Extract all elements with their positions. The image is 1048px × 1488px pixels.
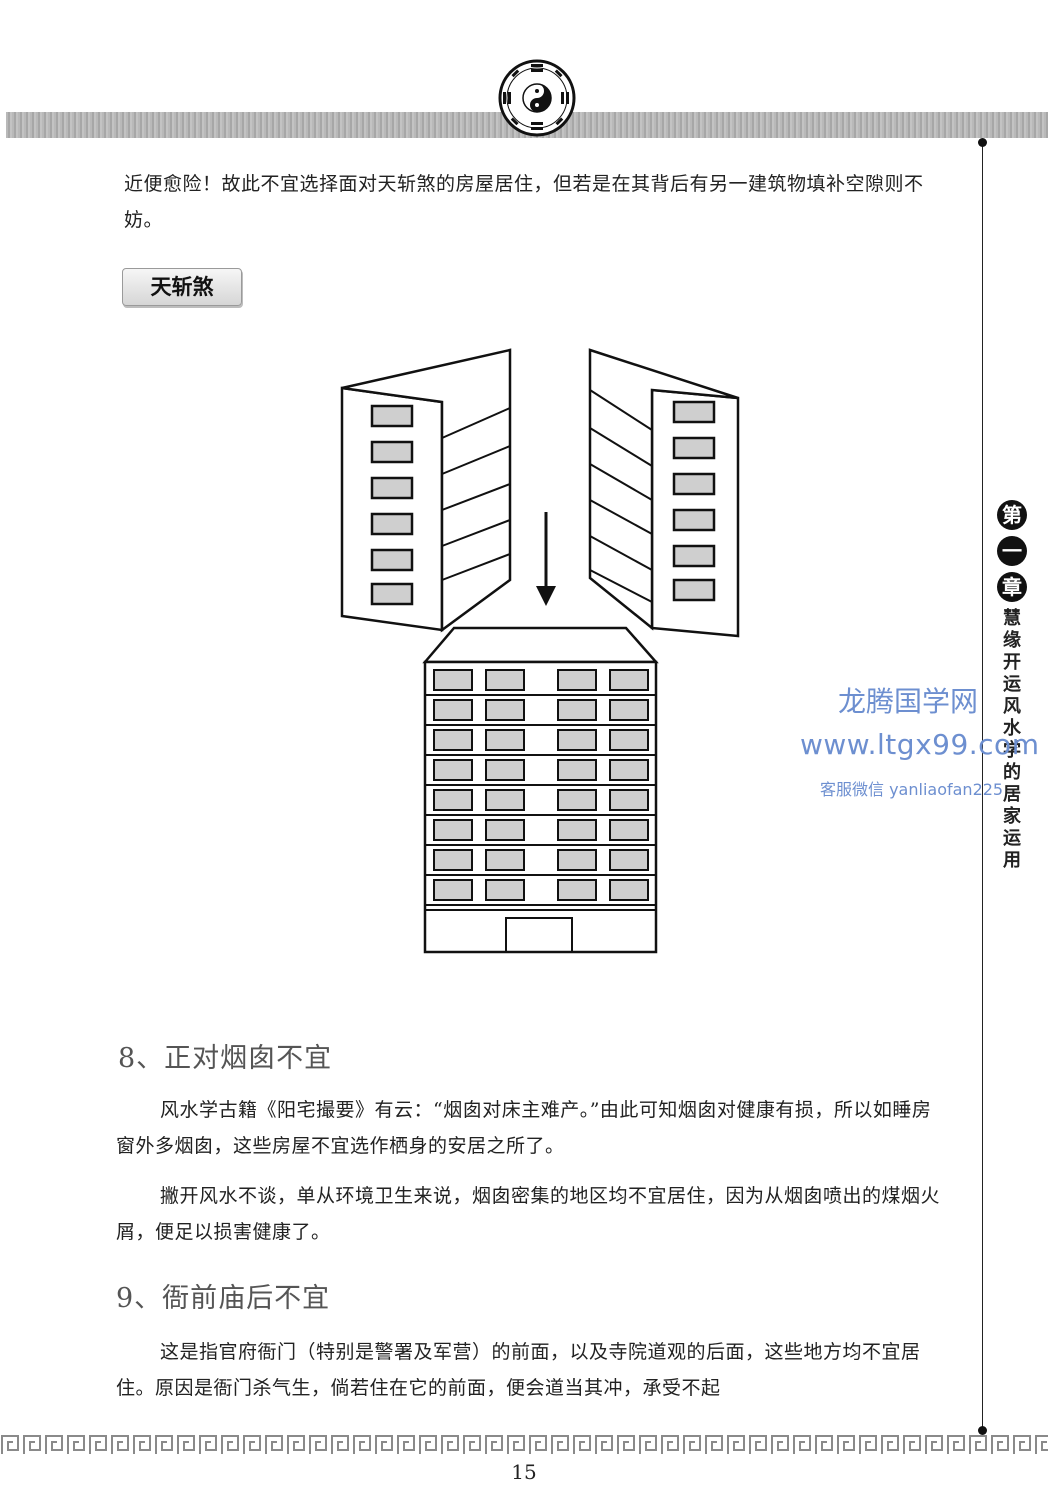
window [609, 759, 649, 781]
window [433, 849, 473, 871]
window [557, 729, 597, 751]
page-number: 15 [511, 1460, 537, 1484]
window [609, 849, 649, 871]
section-8-heading: 8、正对烟囱不宜 [118, 1043, 333, 1074]
margin-rule-dot-bottom [978, 1426, 987, 1435]
watermark-contact: 客服微信 yanliaofan225 [820, 780, 1004, 799]
chapter-subtitle: 慧缘开运风水学的居家运用 [1003, 608, 1021, 871]
window [609, 819, 649, 841]
margin-rule-dot-top [978, 138, 987, 147]
window [485, 729, 525, 751]
window [433, 699, 473, 721]
window [433, 729, 473, 751]
window [609, 879, 649, 901]
window [485, 789, 525, 811]
window [609, 789, 649, 811]
watermark-title: 龙腾国学网 [838, 685, 979, 718]
window [557, 879, 597, 901]
window [485, 699, 525, 721]
footer-meander-border [0, 1434, 1048, 1456]
window [433, 819, 473, 841]
window [433, 879, 473, 901]
window [485, 759, 525, 781]
building-diagram [340, 348, 740, 954]
figure-label: 天斩煞 [122, 268, 242, 306]
window [557, 819, 597, 841]
window [609, 729, 649, 751]
window [557, 789, 597, 811]
window [557, 669, 597, 691]
window [433, 669, 473, 691]
window [485, 849, 525, 871]
chapter-char-2: 一 [997, 536, 1027, 566]
window [485, 879, 525, 901]
window [557, 849, 597, 871]
window [485, 819, 525, 841]
window [433, 759, 473, 781]
watermark-url: www.ltgx99.com [800, 728, 1040, 761]
window [433, 789, 473, 811]
chapter-char-1: 第 [997, 500, 1027, 530]
section-9-heading: 9、衙前庙后不宜 [116, 1283, 331, 1314]
section-9-paragraph: 这是指官府衙门（特别是警署及军营）的前面，以及寺院道观的后面，这些地方均不宜居住… [116, 1341, 921, 1399]
chapter-char-3: 章 [997, 572, 1027, 602]
paragraph-intro: 近便愈险！故此不宜选择面对天斩煞的房屋居住，但若是在其背后有另一建筑物填补空隙则… [124, 173, 924, 231]
window [485, 669, 525, 691]
chapter-tab: 第 一 章 慧缘开运风水学的居家运用 [990, 500, 1034, 872]
margin-rule [982, 142, 983, 1432]
window [609, 699, 649, 721]
section-8-paragraph-2: 撇开风水不谈，单从环境卫生来说，烟囱密集的地区均不宜居住，因为从烟囱喷出的煤烟火… [116, 1185, 941, 1243]
window [557, 759, 597, 781]
section-8-paragraph-1: 风水学古籍《阳宅撮要》有云：“烟囱对床主难产。”由此可知烟囱对健康有损，所以如睡… [116, 1099, 932, 1157]
window [557, 699, 597, 721]
bagua-emblem-icon [498, 59, 576, 137]
window [609, 669, 649, 691]
